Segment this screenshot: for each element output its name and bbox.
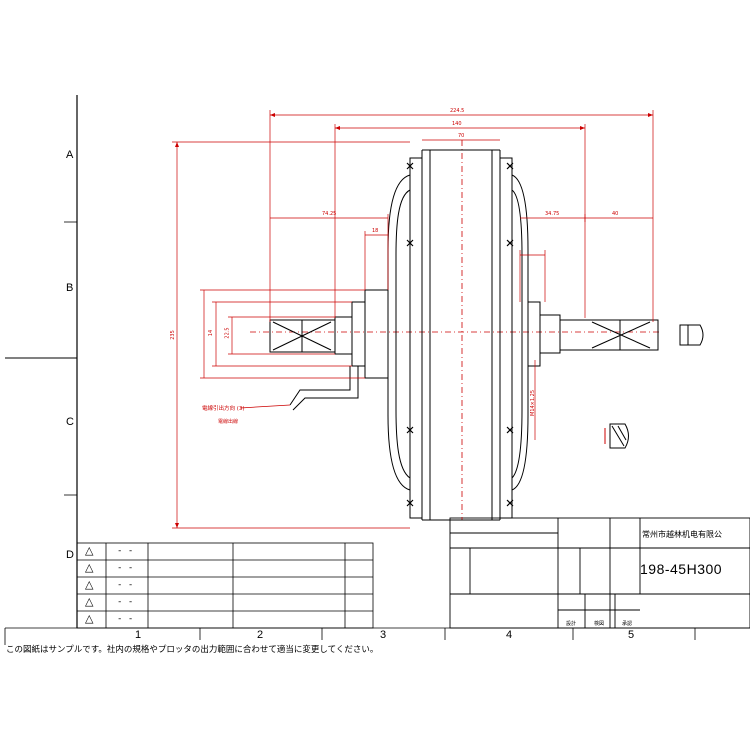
revision-mark-1: △: [85, 544, 94, 557]
motor-body: [387, 149, 529, 521]
company-name: 常州市越林机电有限公: [642, 530, 722, 539]
dim-d1: 14: [208, 329, 215, 337]
revision-dash-4: - -: [117, 597, 134, 607]
sign-label-design: 設計: [566, 621, 577, 627]
revision-mark-4: △: [85, 595, 94, 608]
column-label-4: 4: [506, 629, 513, 641]
dimension-lines: [172, 110, 654, 529]
revision-mark-2: △: [85, 561, 94, 574]
cable-note: 電線引出方向 (3): [202, 406, 245, 412]
revision-dash-5: - -: [117, 614, 134, 624]
dimension-arrows: [175, 113, 653, 528]
revision-dash-3: - -: [117, 580, 134, 590]
row-label-c: C: [66, 416, 74, 428]
title-block: [449, 517, 750, 629]
center-lines: [250, 140, 660, 520]
revision-dash-1: - -: [117, 546, 134, 556]
revision-dash-2: - -: [117, 563, 134, 573]
dim-right-end: 40: [612, 211, 619, 217]
model-number: 198-45H300: [640, 561, 723, 577]
sign-label-approve: 承認: [622, 621, 633, 627]
row-label-d: D: [66, 549, 74, 561]
column-label-5: 5: [628, 629, 635, 641]
right-axle: [527, 301, 704, 367]
revision-table: [76, 542, 374, 629]
dim-center-mark: 70: [458, 133, 465, 139]
dim-d2: 22.5: [224, 327, 231, 339]
thread-detail: [604, 423, 629, 449]
dim-height-left: 235: [169, 330, 176, 340]
row-label-b: B: [66, 282, 74, 294]
column-label-2: 2: [257, 629, 264, 641]
dim-overall-width: 224.5: [450, 108, 465, 114]
column-label-3: 3: [380, 629, 387, 641]
dim-left-offset: 74.25: [322, 211, 337, 217]
footer-note: この図紙はサンプルです。社内の規格やプロッタの出力範囲に合わせて適当に変更してく…: [6, 645, 379, 655]
revision-mark-3: △: [85, 578, 94, 591]
cable-sub: 電線出線: [218, 419, 239, 425]
column-label-1: 1: [135, 629, 142, 641]
row-label-a: A: [66, 149, 74, 161]
left-axle: [269, 289, 389, 411]
dim-hub-width: 140: [452, 121, 462, 127]
sign-label-check: 検図: [594, 621, 605, 627]
dim-right-offset: 34.75: [545, 211, 560, 217]
dim-right-vertical: M14×1.25: [530, 390, 536, 416]
dim-left-small: 18: [372, 228, 379, 234]
revision-mark-5: △: [85, 612, 94, 625]
